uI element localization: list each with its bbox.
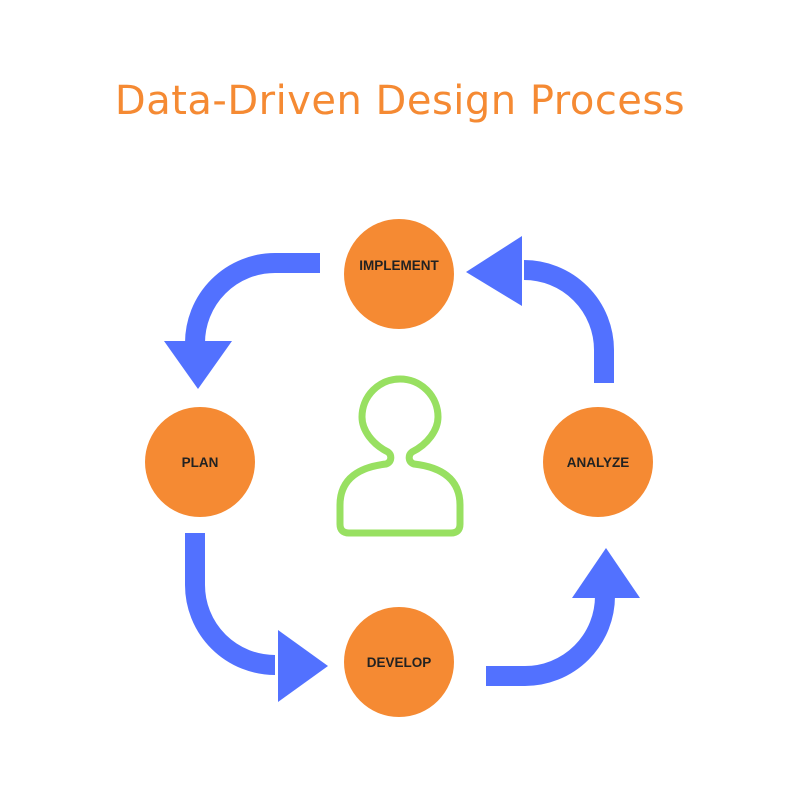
arrow-plan-to-develop — [185, 533, 328, 702]
arrow-analyze-to-implement — [466, 236, 614, 383]
arrow-develop-to-analyze — [486, 548, 640, 686]
node-analyze: ANALYZE — [543, 407, 653, 517]
node-develop: DEVELOP — [344, 607, 454, 717]
node-plan-label: PLAN — [182, 455, 219, 470]
node-implement: IMPLEMENT — [344, 219, 454, 329]
person-icon — [336, 375, 464, 537]
node-develop-label: DEVELOP — [367, 655, 432, 670]
node-implement-label: IMPLEMENT — [359, 258, 439, 273]
node-plan: PLAN — [145, 407, 255, 517]
diagram-title: Data-Driven Design Process — [114, 78, 686, 124]
node-analyze-label: ANALYZE — [567, 455, 630, 470]
arrow-implement-to-plan — [164, 253, 320, 389]
